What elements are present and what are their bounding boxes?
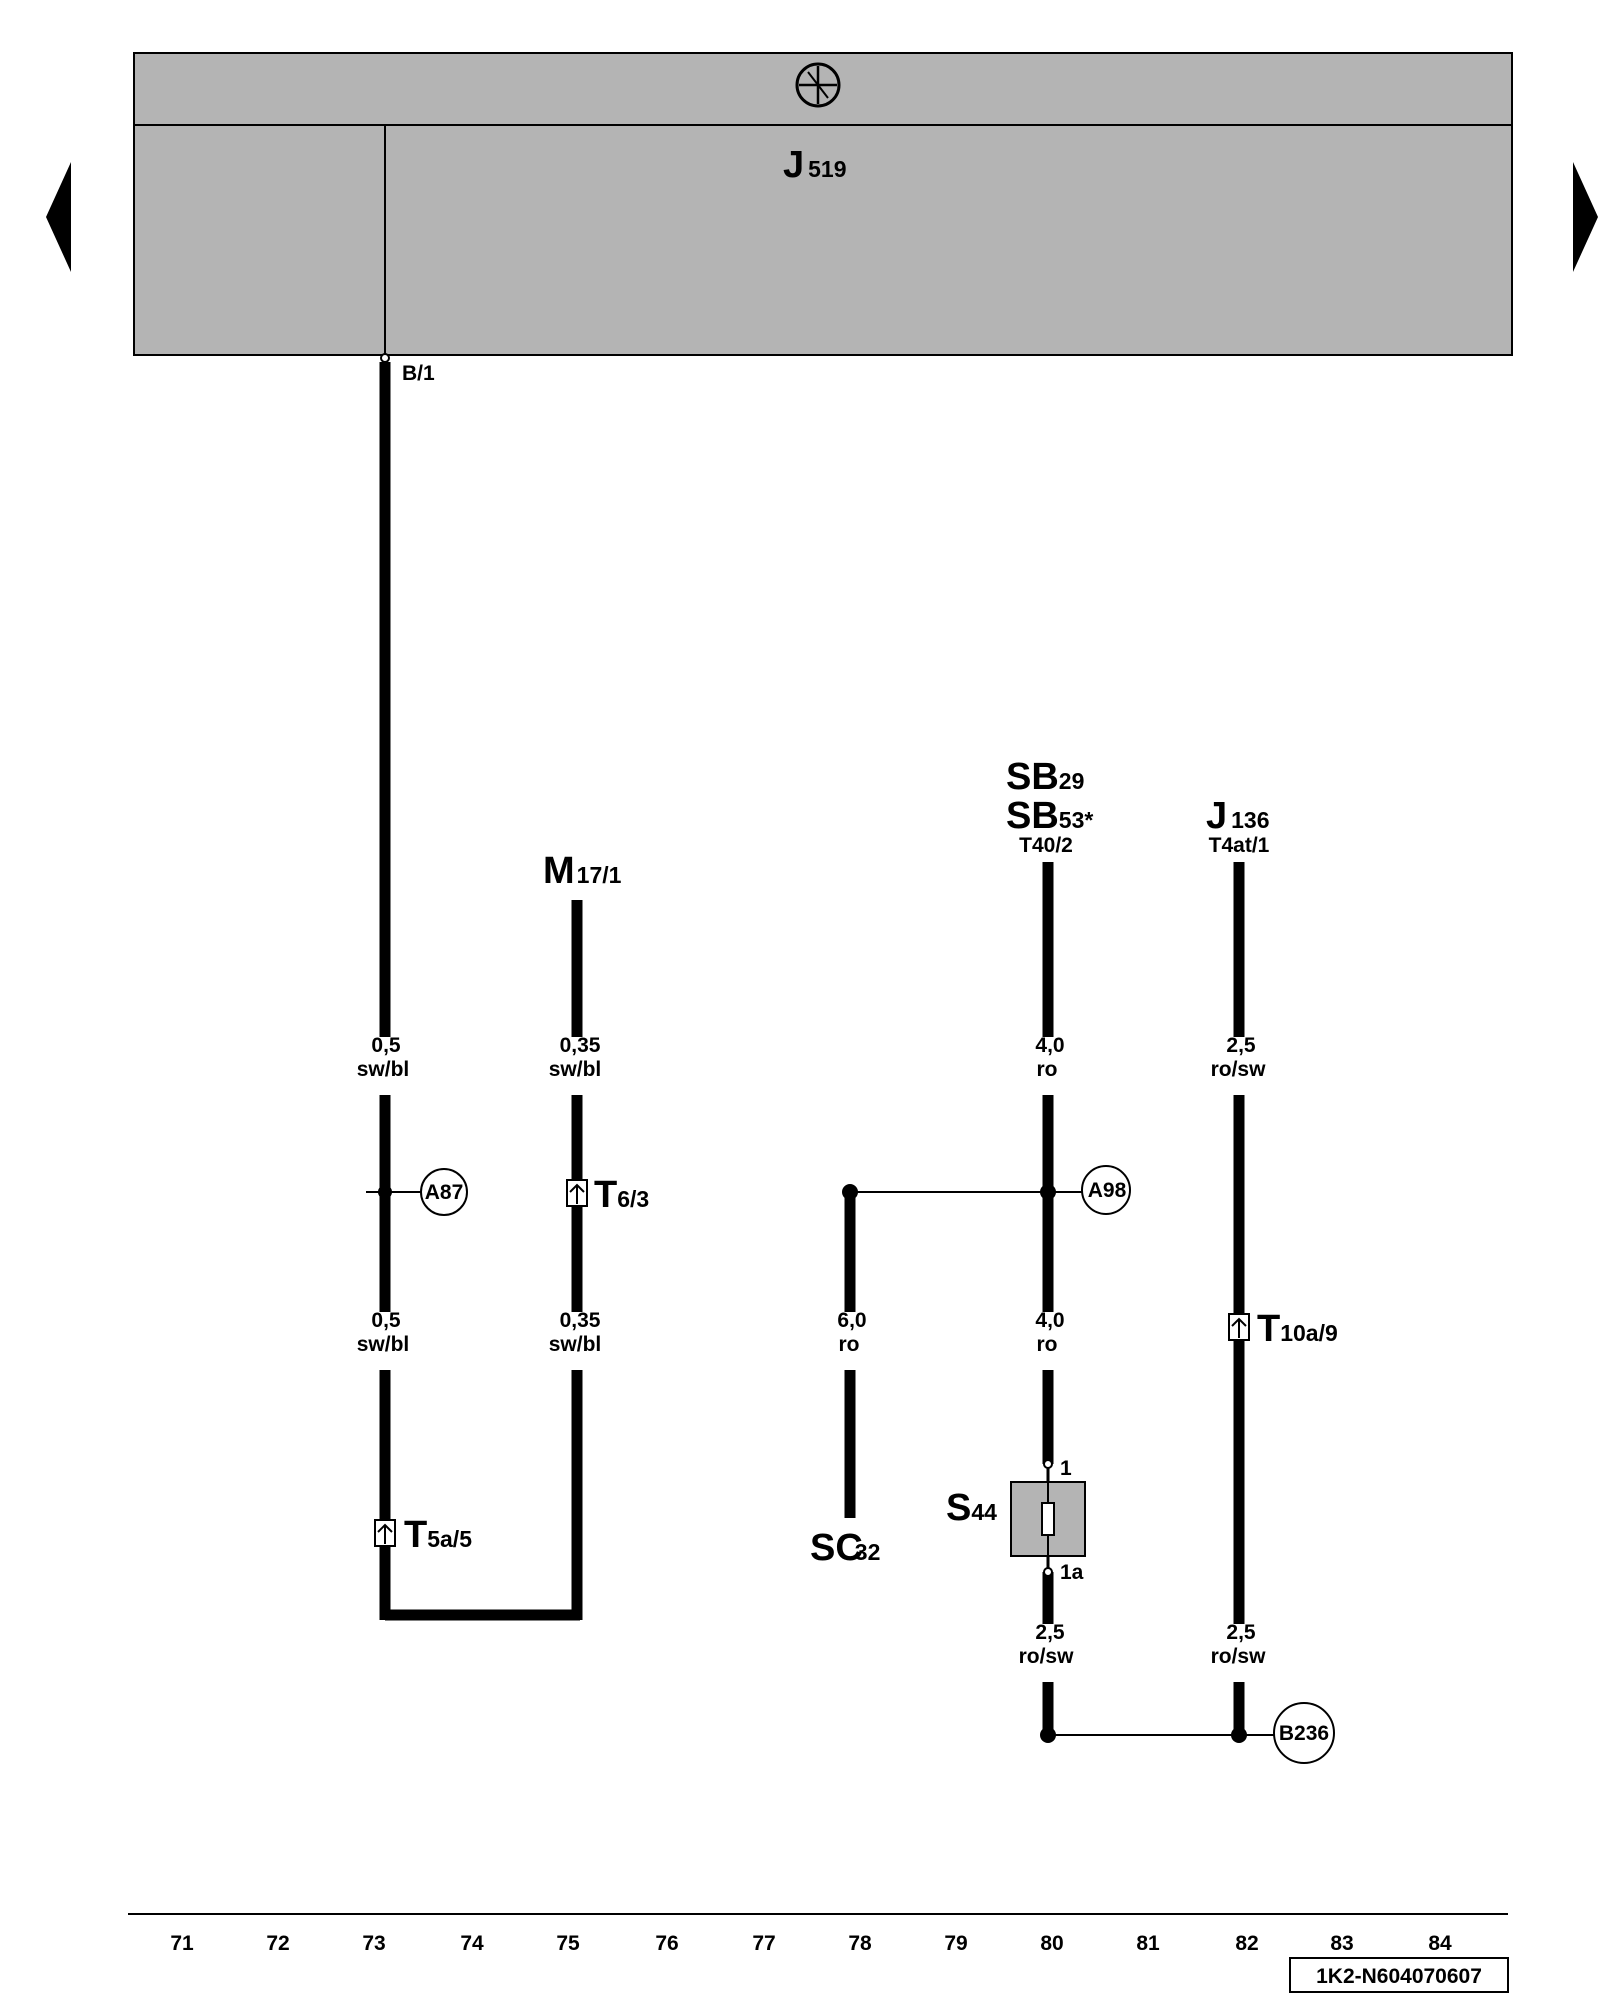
wire-73 [379,362,580,1621]
column-number: 72 [266,1932,289,1955]
connector-t5a-icon [374,1519,396,1547]
connector-label-t6: T6/3 [594,1174,649,1216]
pin-label-t4at: T4at/1 [1209,834,1270,857]
column-numbers: 71 72 73 74 75 76 77 78 79 80 81 82 83 84 [170,1932,1452,1955]
wire-80-bottom-color: ro/sw [1019,1645,1075,1668]
column-number: 80 [1040,1932,1063,1955]
column-number: 74 [460,1932,484,1955]
junction-label-b236: B236 [1279,1722,1329,1745]
next-page-arrow-icon[interactable] [1573,162,1598,272]
connector-label-t5a: T5a/5 [404,1514,472,1556]
component-label-s44: S44 [946,1487,997,1529]
column-number: 76 [655,1932,678,1955]
wire-75-bottom-color: sw/bl [549,1333,602,1356]
junction-label-a98: A98 [1088,1179,1127,1202]
component-label-sc32: SC32 [810,1527,880,1569]
pin-b1-connector [380,353,390,363]
wire-75-bottom-size: 0,35 [560,1309,601,1332]
column-number: 84 [1428,1932,1452,1955]
wire-82-bottom-size: 2,5 [1226,1621,1256,1644]
wire-73-bottom-color: sw/bl [357,1333,410,1356]
wire-73-top-color: sw/bl [357,1058,410,1081]
control-unit-symbol-icon [795,62,841,108]
junction-a98 [1040,1165,1131,1215]
component-label-m17: M17/1 [543,850,622,892]
wire-80-top-color: ro [1037,1058,1058,1081]
wire-80-top-size: 4,0 [1035,1034,1064,1057]
wire-75-top-size: 0,35 [560,1034,601,1057]
fuse-s44 [1010,1459,1086,1577]
wire-80-mid-size: 4,0 [1035,1309,1064,1332]
column-number: 77 [752,1932,775,1955]
column-number: 81 [1136,1932,1160,1955]
column-number: 71 [170,1932,194,1955]
column-number: 75 [556,1932,580,1955]
column-number: 83 [1330,1932,1353,1955]
document-number-box [1289,1957,1509,1993]
wire-78-color: ro [839,1333,860,1356]
junction-label-a87: A87 [425,1181,464,1204]
control-unit-j519 [133,52,1513,356]
wire-73-top-size: 0,5 [371,1034,401,1057]
component-label-sb53: SB53* [1006,795,1093,837]
wire-82-top-size: 2,5 [1226,1034,1256,1057]
component-label-sb29: SB29 [1006,756,1084,798]
document-number: 1K2-N604070607 [1316,1965,1482,1988]
connector-t6-icon [566,1179,588,1207]
pin-label-b1: B/1 [402,362,435,385]
wire-78-size: 6,0 [837,1309,866,1332]
column-number: 82 [1235,1932,1258,1955]
connector-label-t10a: T10a/9 [1257,1308,1338,1350]
fuse-pin-top: 1 [1060,1457,1072,1480]
wire-80-mid-color: ro [1037,1333,1058,1356]
wire-78 [842,1184,1048,1518]
fuse-pin-bottom: 1a [1060,1561,1084,1584]
wire-73-bottom-size: 0,5 [371,1309,401,1332]
junction-a87 [366,1168,468,1216]
junction-b236 [1040,1702,1335,1764]
connector-t10a-icon [1228,1313,1250,1341]
wire-82-bottom-color: ro/sw [1211,1645,1267,1668]
pin-label-t40: T40/2 [1019,834,1073,857]
column-number: 73 [362,1932,385,1955]
wire-80-bottom-size: 2,5 [1035,1621,1065,1644]
previous-page-arrow-icon[interactable] [46,162,71,272]
column-number: 79 [944,1932,967,1955]
wire-82-top-color: ro/sw [1211,1058,1267,1081]
wire-75-top-color: sw/bl [549,1058,602,1081]
column-number: 78 [848,1932,872,1955]
